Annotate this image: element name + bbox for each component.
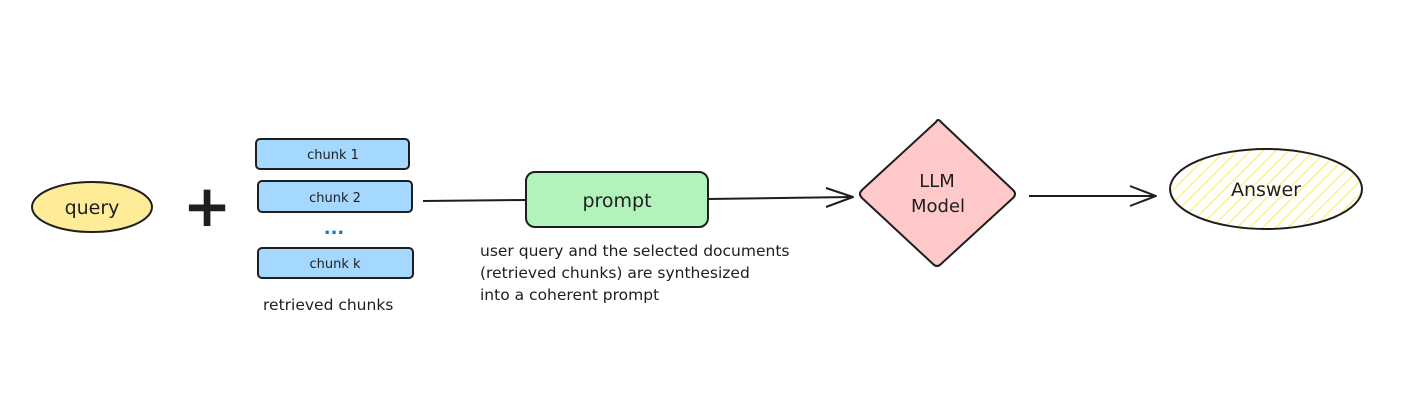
plus-sign: + bbox=[183, 172, 232, 240]
prompt-caption-line-3: into a coherent prompt bbox=[480, 286, 659, 304]
chunk-box-2 bbox=[257, 180, 413, 213]
answer-node: Answer bbox=[1169, 148, 1363, 230]
llm-node: LLM Model bbox=[859, 119, 1016, 267]
answer-shape bbox=[1169, 148, 1363, 230]
prompt-caption: user query and the selected documents (r… bbox=[480, 242, 790, 304]
chunk-label-k: chunk k bbox=[309, 257, 361, 272]
retrieved-chunks-caption: retrieved chunks bbox=[263, 296, 393, 314]
prompt-node: prompt bbox=[525, 171, 709, 228]
prompt-label: prompt bbox=[582, 190, 651, 212]
query-shape bbox=[31, 181, 153, 233]
arrow-prompt-to-llm bbox=[707, 187, 854, 208]
answer-label: Answer bbox=[1231, 179, 1301, 201]
connector-chunks-to-prompt bbox=[422, 199, 528, 202]
retrieved-chunks-group: chunk 1 chunk 2 ... chunk k retrieved ch… bbox=[255, 138, 414, 314]
query-label: query bbox=[65, 197, 120, 219]
prompt-caption-line-2: (retrieved chunks) are synthesized bbox=[480, 264, 750, 282]
arrow-llm-to-answer bbox=[1029, 185, 1157, 207]
chunk-label-2: chunk 2 bbox=[309, 191, 361, 206]
query-node: query bbox=[31, 181, 153, 233]
llm-label-line-2: Model bbox=[911, 196, 965, 217]
prompt-caption-line-1: user query and the selected documents bbox=[480, 242, 790, 260]
chunk-box-1 bbox=[255, 138, 410, 170]
chunk-label-1: chunk 1 bbox=[307, 148, 359, 163]
prompt-shape bbox=[525, 171, 709, 228]
chunk-ellipsis: ... bbox=[324, 218, 345, 239]
chunk-box-k bbox=[257, 247, 414, 279]
llm-label-line-1: LLM bbox=[919, 171, 955, 192]
llm-shape bbox=[859, 119, 1016, 267]
